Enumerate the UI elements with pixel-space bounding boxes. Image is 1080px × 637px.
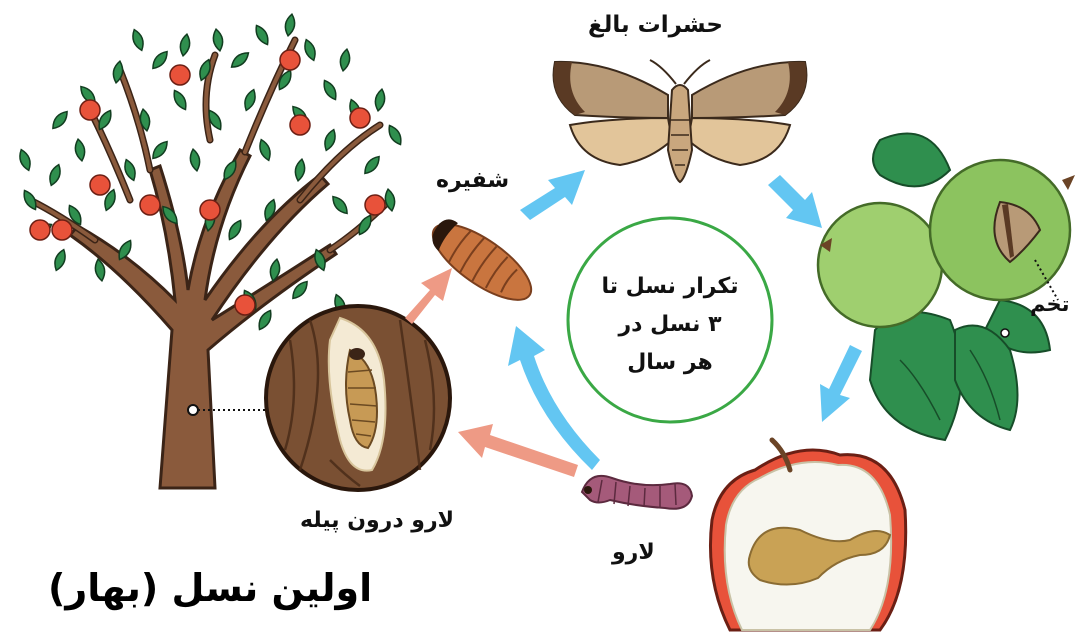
center-text-line-3: هر سال	[582, 344, 758, 382]
moth-antennae	[650, 60, 710, 84]
larva-label: لارو	[612, 540, 655, 565]
larva-illustration	[582, 476, 692, 509]
tree-leaf	[17, 148, 33, 172]
tree-leaf	[302, 38, 318, 62]
tree-leaf	[284, 13, 297, 36]
tree-fruit	[52, 220, 72, 240]
center-text-line-1: تکرار نسل تا	[582, 268, 758, 306]
tree-leaf	[179, 33, 192, 56]
tree-leaf	[212, 28, 225, 51]
moth-right-lower-wing	[688, 118, 790, 165]
center-generation-text: تکرار نسل تا ۳ نسل در هر سال	[582, 268, 758, 382]
arrow-cocoon-to-pupa	[405, 268, 452, 324]
tree-leaf	[47, 163, 63, 187]
larva-in-cocoon-label: لارو درون پیله	[300, 508, 454, 533]
tree-fruit	[350, 108, 370, 128]
tree-fruit	[365, 195, 385, 215]
tree-branch-right-fill	[206, 40, 390, 250]
tree-leaf	[74, 138, 87, 161]
tree-leaf	[149, 49, 170, 72]
adult-moth-illustration	[554, 60, 807, 182]
tree-fruit	[280, 50, 300, 70]
tree-fruit	[90, 175, 110, 195]
tree-leaf	[321, 78, 340, 102]
moth-left-lower-wing	[570, 118, 672, 165]
tree-leaf	[253, 23, 272, 47]
tree-fruit	[290, 115, 310, 135]
bark-cocoon-closeup	[266, 306, 450, 490]
tree-leaf	[339, 48, 352, 71]
tree-leaf	[329, 194, 350, 217]
damaged-apple-illustration	[710, 440, 905, 630]
tree-leaf	[242, 88, 258, 112]
tree-leaf	[257, 138, 273, 162]
tree-leaf	[149, 139, 170, 162]
tree-leaf	[256, 308, 275, 332]
moth-body	[668, 85, 692, 182]
tree-leaf	[386, 123, 405, 147]
tree-fruit	[80, 100, 100, 120]
arrow-pupa-to-adult	[520, 170, 585, 220]
tree-leaf	[130, 28, 146, 52]
tree-leaf	[374, 88, 387, 111]
arrow-egg-to-apple	[820, 345, 862, 422]
tree-leaf	[361, 154, 382, 177]
pupa-label: شفیره	[436, 168, 509, 193]
tree-fruit	[170, 65, 190, 85]
young-fruits-illustration	[818, 133, 1075, 440]
tree-leaf	[49, 109, 70, 132]
diagram-title: اولین نسل (بهار)	[48, 566, 372, 610]
arrow-adult-to-egg	[768, 175, 822, 228]
trunk-marker	[188, 405, 198, 415]
tree-leaf	[171, 88, 190, 112]
tree-leaf	[322, 128, 338, 152]
center-text-line-2: ۳ نسل در	[582, 306, 758, 344]
tree-fruit	[235, 295, 255, 315]
tree-leaf	[226, 218, 245, 242]
tree-leaf	[52, 248, 68, 272]
tree-leaf	[229, 49, 252, 70]
young-fruit-left	[818, 203, 942, 327]
tree-branch-right	[206, 40, 390, 250]
tree-fruit	[200, 200, 220, 220]
adult-insect-label: حشرات بالغ	[588, 12, 723, 38]
egg-label: تخم	[1030, 292, 1070, 316]
tree-leaf	[189, 148, 202, 171]
tree-fruit	[30, 220, 50, 240]
egg-marker	[1001, 329, 1009, 337]
tree-fruit	[140, 195, 160, 215]
tree-leaf	[294, 158, 307, 181]
